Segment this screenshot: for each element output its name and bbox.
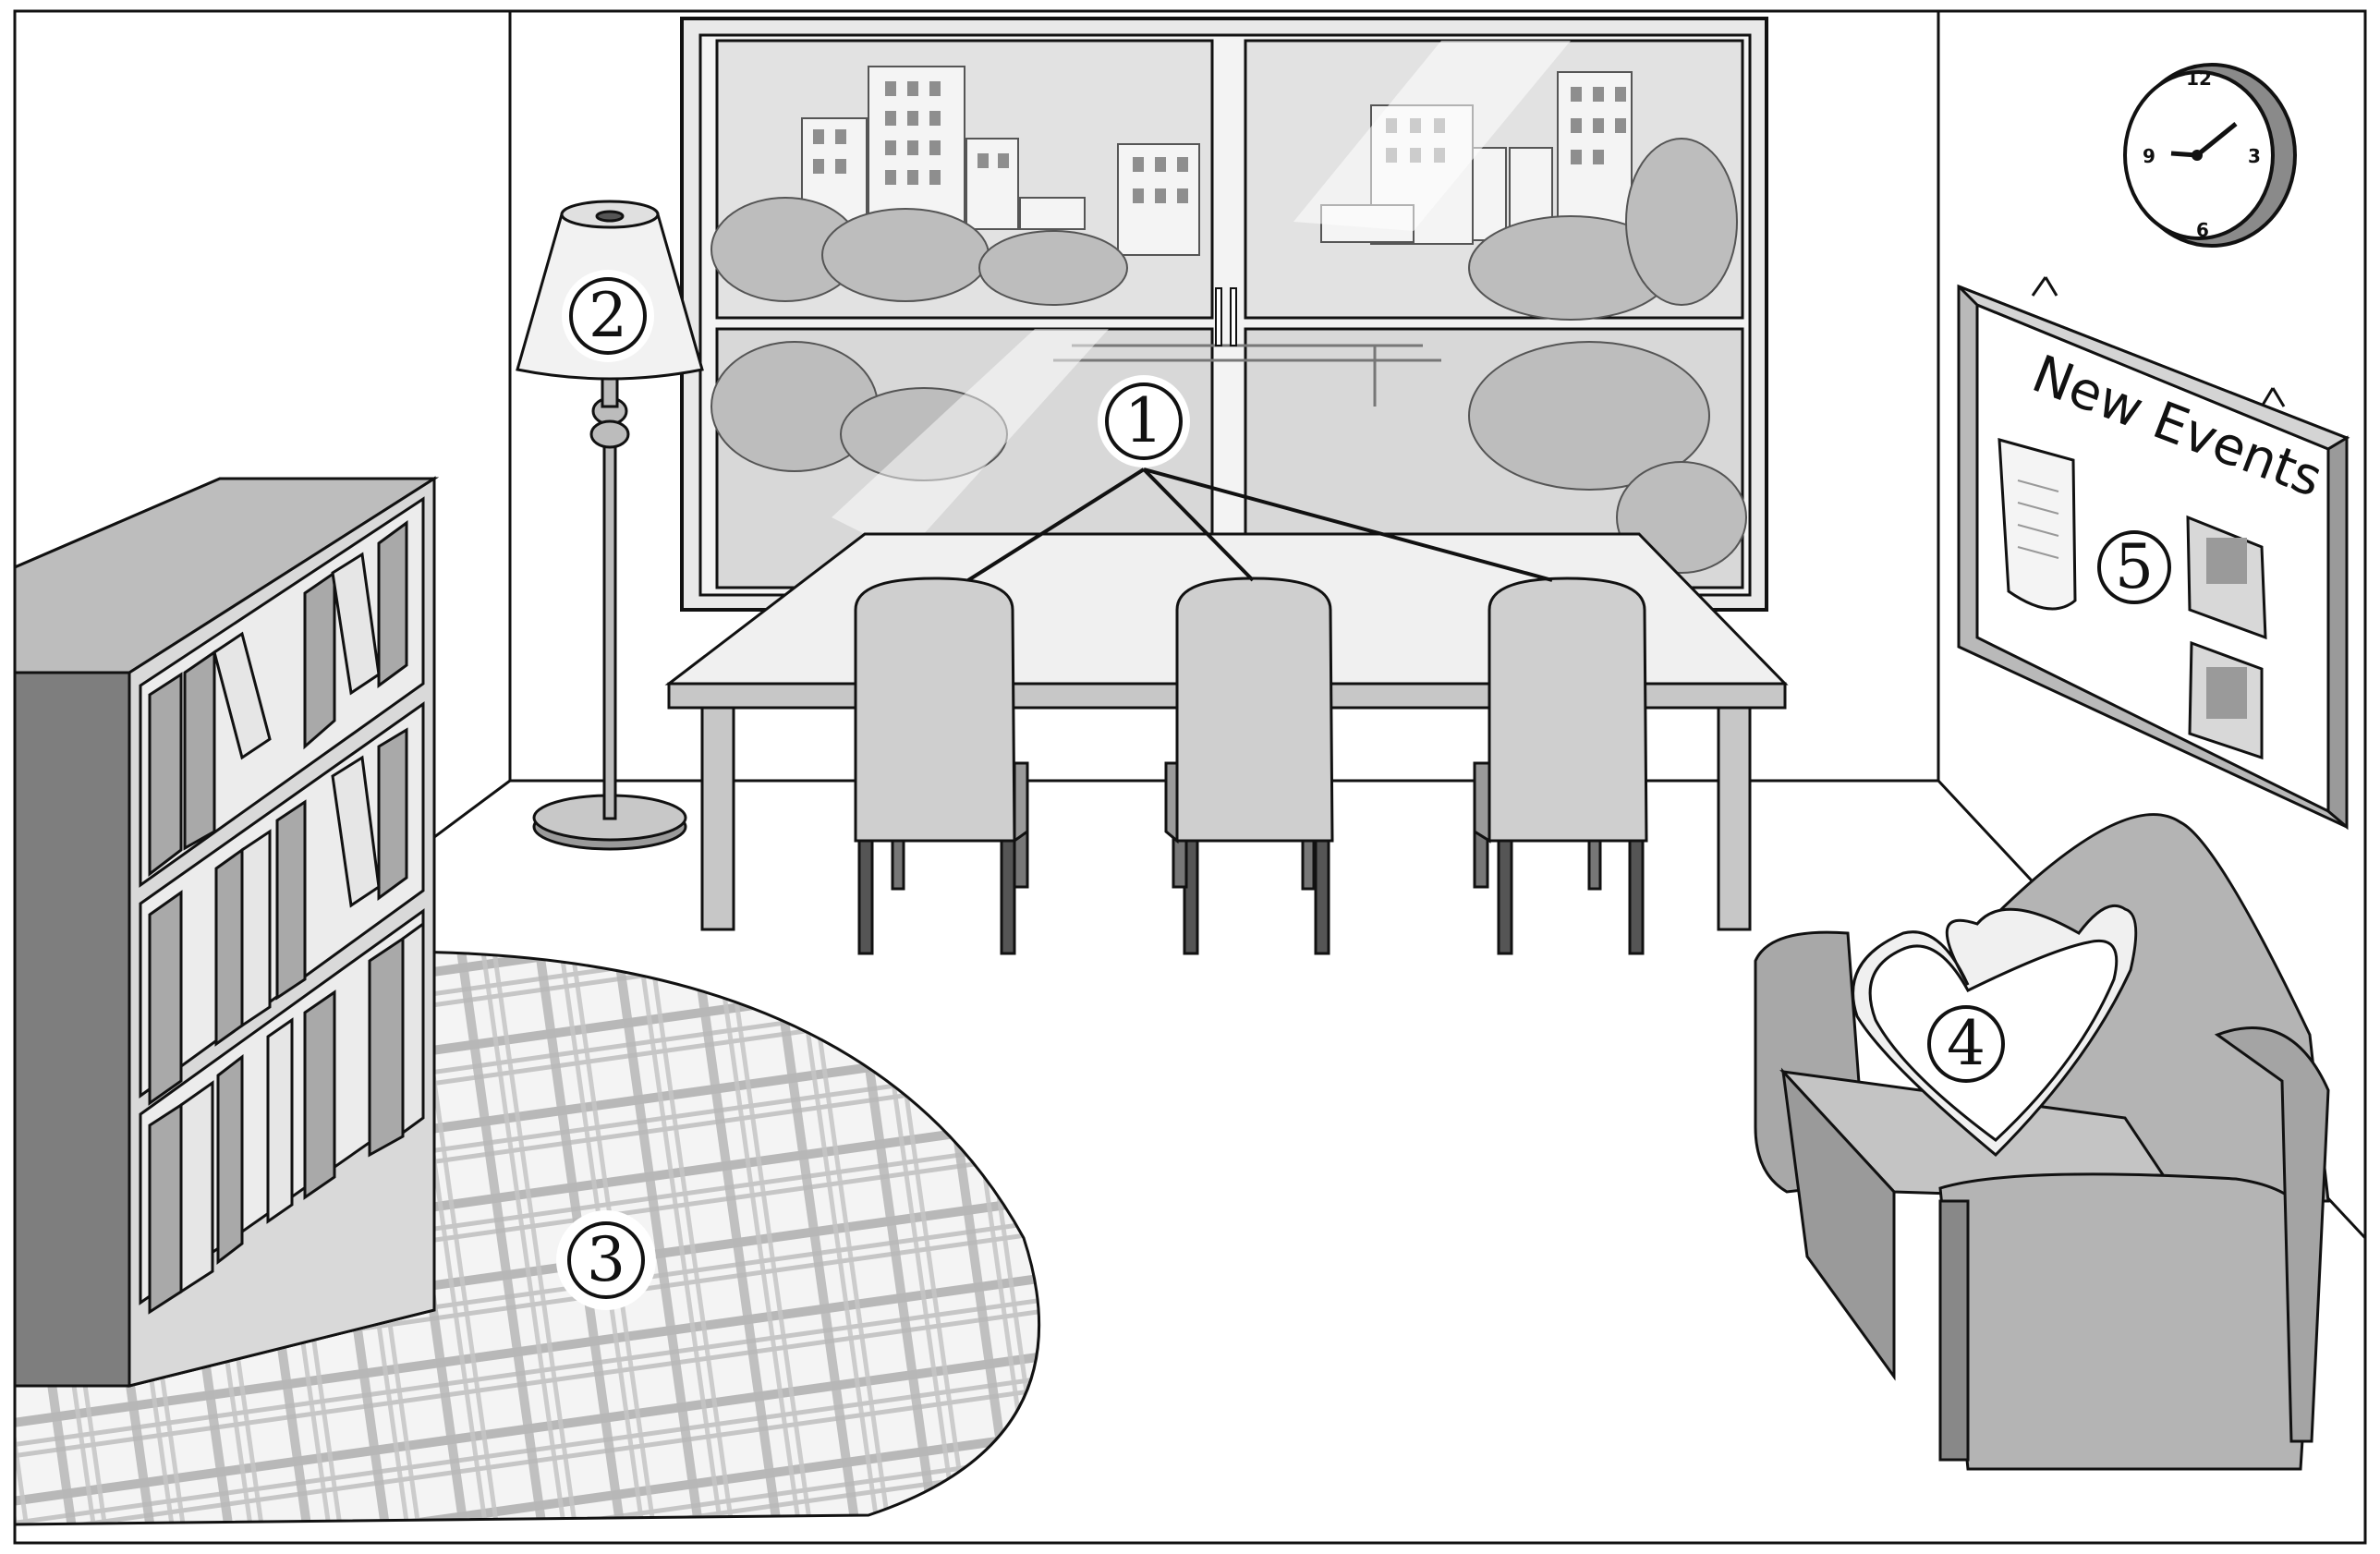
label-2-text: 2 [589,280,627,351]
chair-left [854,577,1029,955]
label-3-text: 3 [587,1224,625,1295]
label-1-leader-lines [966,467,1553,582]
label-3: 3 [556,1210,656,1310]
label-4: 4 [1920,998,2012,1090]
chairs [854,577,1648,955]
number-labels: 1 2 3 4 5 [556,270,2177,1310]
chair-right [1473,577,1648,955]
label-2: 2 [562,270,654,362]
label-1-text: 1 [1124,385,1163,456]
label-5-text: 5 [2115,531,2154,602]
chair-middle [1164,577,1334,955]
window [680,17,1768,612]
clock-num-12: 12 [2186,67,2212,90]
label-5: 5 [2092,525,2177,610]
clock-num-6: 6 [2196,219,2209,241]
label-4-text: 4 [1947,1008,1985,1079]
bookshelf [13,476,440,1388]
label-1: 1 [1098,375,1190,467]
clock-num-3: 3 [2248,145,2261,167]
clock-num-9: 9 [2143,145,2155,167]
wall-clock: 12 3 6 9 [2123,63,2297,248]
